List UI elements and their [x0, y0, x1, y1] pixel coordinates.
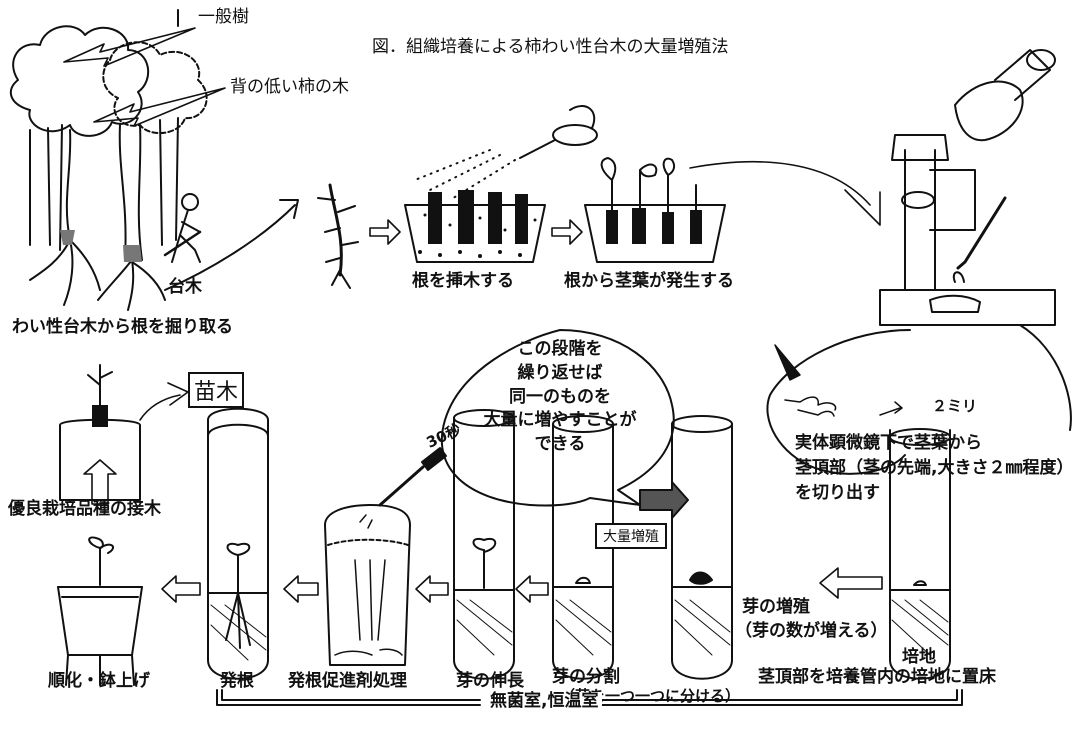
bubble-line-4: 大量に増やすことが — [483, 410, 637, 431]
hatched-arrow — [639, 481, 689, 519]
label-bud-elongation: 芽の伸長 — [456, 671, 524, 691]
label-bud-division: 芽の分割 — [552, 667, 620, 687]
label-rooting-treatment: 発根促進剤処理 — [288, 671, 407, 691]
label-microscope-desc-3: を切り出す — [795, 483, 880, 503]
label-acclimatize: 順化・鉢上げ — [48, 671, 150, 691]
rooting-tube-sketch — [207, 407, 269, 680]
arrow-to-seedling — [139, 394, 181, 421]
label-dig-roots: わい性台木から根を掘り取る — [12, 317, 233, 337]
tree-label-arrows — [63, 9, 226, 127]
label-stems-from-roots: 根から茎葉が発生する — [564, 271, 734, 291]
label-bud-multiplication-1: 芽の増殖 — [742, 597, 810, 617]
elongation-tube-sketch — [453, 409, 515, 680]
label-sterile-room: 無菌室,恒温室 — [486, 691, 603, 712]
label-seedling: 苗木 — [188, 372, 245, 408]
bubble-line-5: できる — [534, 434, 586, 455]
planting-tray-sketch — [404, 105, 598, 263]
up-arrow — [83, 459, 117, 505]
label-low-persimmon: 背の低い柿の木 — [230, 77, 349, 97]
label-rooting: 発根 — [220, 671, 254, 691]
sterile-room-bracket — [216, 689, 963, 706]
arrow-to-cutting — [164, 204, 296, 291]
division-tube-sketch — [552, 415, 614, 680]
sprouting-tray-sketch — [584, 157, 726, 263]
label-place-on-medium: 茎頂部を培養管内の培地に置床 — [758, 667, 996, 687]
bubble-line-3: 同一のものを — [509, 386, 611, 407]
arrow-left-1 — [819, 567, 883, 599]
figure-title: 図．組織培養による柿わい性台木の大量増殖法 — [372, 37, 729, 57]
magnification-outline — [766, 329, 911, 475]
excision-sketch — [774, 344, 903, 417]
arrow-left-3 — [415, 575, 449, 603]
grafted-plant-sketch — [59, 364, 141, 501]
outline-arrow — [369, 219, 401, 245]
tree-scene-sketch — [9, 25, 208, 311]
pot-sketch — [57, 536, 143, 686]
mass-tube-sketch — [671, 415, 733, 680]
microscope-sketch — [879, 49, 1056, 326]
label-medium: 培地 — [902, 647, 936, 667]
label-general-tree: 一般樹 — [198, 7, 249, 27]
arrow-left-5 — [161, 575, 201, 603]
label-bud-multiplication-2: （芽の数が増える） — [735, 621, 888, 641]
label-bud-division-sub: （芽を一つ一つに分ける） — [560, 687, 741, 705]
speech-bubble-text: この段階を 繰り返せば 同一のものを 大量に増やすことが できる — [470, 338, 650, 457]
root-cutting-sketch — [317, 183, 359, 289]
bubble-line-1: この段階を — [517, 339, 603, 359]
label-plant-roots: 根を挿木する — [412, 271, 514, 291]
medium-tube-sketch — [889, 429, 951, 680]
bubble-line-2: 繰り返せば — [517, 362, 603, 383]
outline-arrow-2 — [551, 219, 583, 245]
label-microscope-desc-1: 実体顕微鏡下で茎葉から — [795, 433, 982, 453]
label-grafting: 優良栽培品種の接木 — [8, 499, 161, 519]
label-mass-propagation: 大量増殖 — [595, 523, 667, 549]
beaker-sketch — [324, 447, 447, 666]
speech-bubble-outline — [440, 329, 675, 507]
arrow-left-2 — [515, 575, 549, 603]
arrow-to-microscope — [689, 161, 871, 206]
label-microscope-desc-2: 茎頂部（茎の先端,大きさ２㎜程度） — [795, 458, 1074, 478]
arrow-left-4 — [283, 575, 319, 603]
label-rootstock: 台木 — [168, 277, 202, 297]
label-two-mm: ２ミリ — [932, 397, 978, 415]
